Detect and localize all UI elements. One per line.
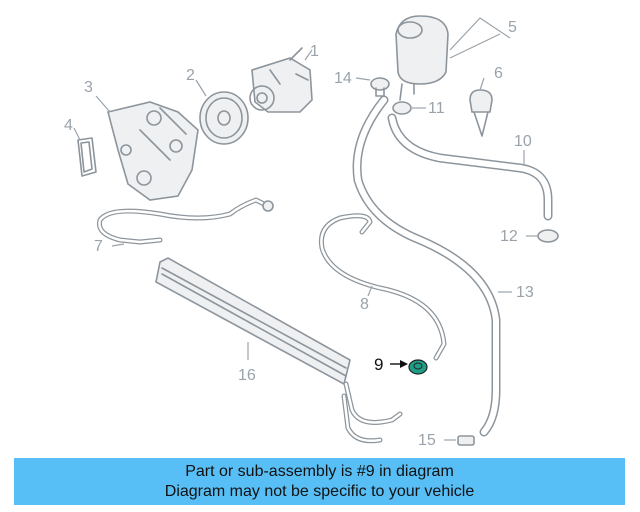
callout-15: 15 <box>418 432 436 449</box>
parts-diagram: 1 2 3 4 5 6 <box>64 15 559 449</box>
callout-12: 12 <box>500 228 518 245</box>
callout-9: 9 <box>374 355 383 374</box>
hose-fitting: 14 <box>334 70 390 97</box>
return-hose: 10 <box>387 113 553 221</box>
callout-11: 11 <box>428 100 445 117</box>
reservoir-cap: 6 <box>469 65 503 137</box>
info-banner: Part or sub-assembly is #9 in diagram Di… <box>14 458 625 505</box>
callout-13: 13 <box>516 284 534 301</box>
power-steering-pump: 1 <box>249 43 319 113</box>
callout-1: 1 <box>310 43 319 60</box>
callout-3: 3 <box>84 79 93 96</box>
callout-6: 6 <box>494 65 503 82</box>
fluid-reservoir: 5 <box>395 15 517 101</box>
callout-8: 8 <box>360 296 369 313</box>
pressure-line: 7 <box>94 197 274 255</box>
cooler-line: 8 <box>318 213 447 361</box>
hose-end-fitting: 15 <box>418 432 475 449</box>
callout-4: 4 <box>64 117 73 134</box>
callout-14: 14 <box>334 70 352 87</box>
callout-10: 10 <box>514 133 532 150</box>
pump-pulley: 2 <box>186 67 249 145</box>
mounting-bracket: 3 <box>84 79 199 201</box>
highlighted-part-9: 9 <box>374 355 428 375</box>
banner-line-1: Part or sub-assembly is #9 in diagram <box>185 462 454 480</box>
oil-cooler: 16 <box>155 257 403 444</box>
callout-2: 2 <box>186 67 195 84</box>
callout-5: 5 <box>508 19 517 36</box>
callout-7: 7 <box>94 238 103 255</box>
hose-clamp: 11 <box>392 100 445 117</box>
cap: 12 <box>500 228 559 245</box>
supply-hose: 13 <box>352 95 534 437</box>
banner-line-2: Diagram may not be specific to your vehi… <box>164 482 475 500</box>
gasket: 4 <box>64 117 97 177</box>
callout-16: 16 <box>238 367 256 384</box>
